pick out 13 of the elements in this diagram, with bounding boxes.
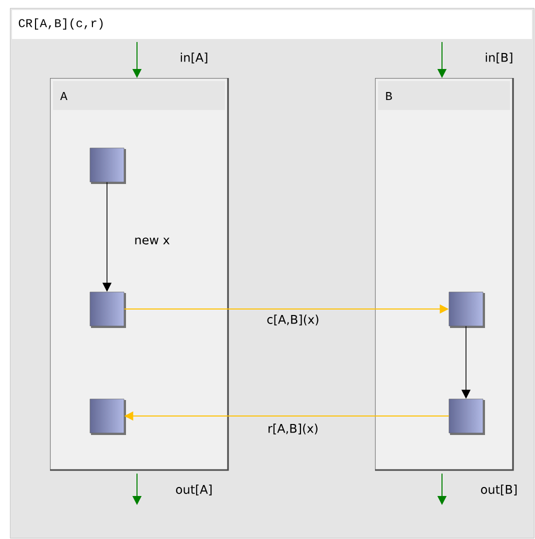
edge-label: new x [135,238,170,244]
edge-label: out[B] [481,484,517,496]
edge-label: c[A,B](x) [267,314,318,326]
process-square [90,292,126,328]
process-square [90,398,126,435]
process-square [448,292,485,328]
process-square [448,398,485,435]
edge-label: out[A] [176,484,212,496]
edge-label: r[A,B](x) [268,424,318,434]
edge-label: in[B] [486,52,512,64]
lane-panel: B [375,78,514,471]
edge-label: in[A] [180,52,208,64]
process-square [90,148,126,184]
